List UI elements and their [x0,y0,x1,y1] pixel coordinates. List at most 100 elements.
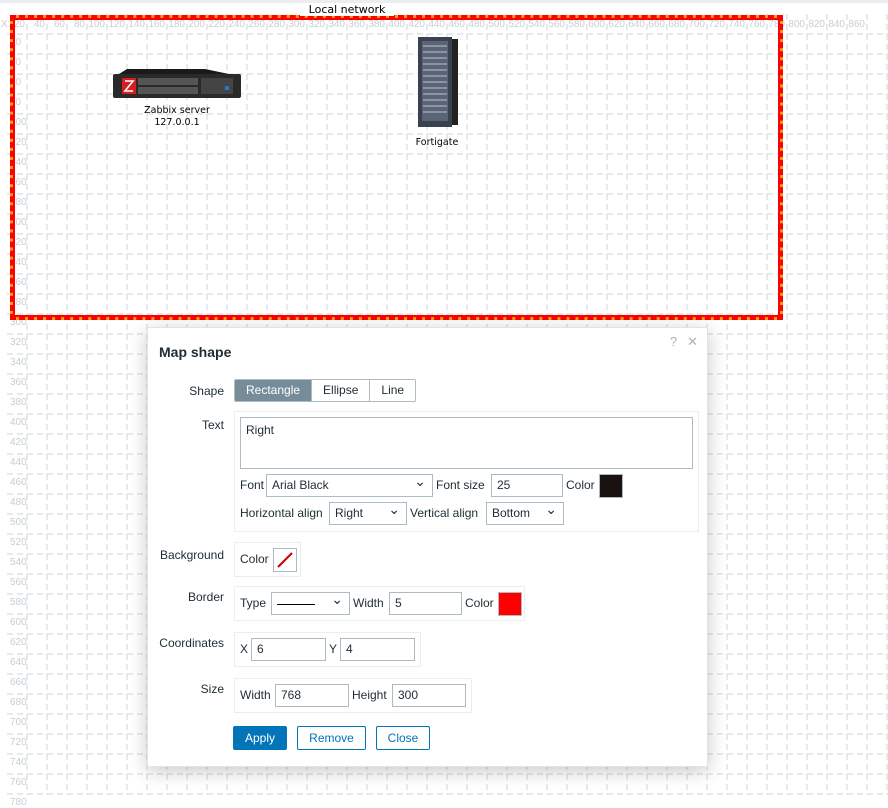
grid-label: 380 [10,397,27,408]
y-input[interactable]: 4 [340,638,415,661]
remove-button[interactable]: Remove [297,726,366,750]
bg-color-picker[interactable] [273,548,297,572]
no-color-icon [277,552,293,568]
grid-label: 640 [628,19,645,30]
grid-label: 60 [53,19,65,30]
grid-label: 620 [10,637,27,648]
grid-label: 740 [10,757,27,768]
grid-label: 60 [10,77,22,88]
grid-label: 860 [848,19,865,30]
map-element-fortigate[interactable]: Fortigate [397,35,477,149]
grid-label: 200 [10,217,27,228]
text-group: Right Font Arial Black Font size 25 Colo… [234,411,699,532]
grid-label: 560 [548,19,565,30]
grid-label: 140 [128,19,145,30]
shape-label: Shape [189,384,224,398]
grid-label: 440 [428,19,445,30]
grid-label: 780 [768,19,785,30]
grid-label: 80 [73,19,85,30]
grid-label: 820 [808,19,825,30]
halign-select[interactable]: Right [329,499,407,525]
font-select[interactable]: Arial Black [266,471,433,497]
shape-option-line[interactable]: Line [369,380,416,401]
text-label: Text [201,418,224,432]
background-group: Color [234,542,301,577]
size-width-input[interactable]: 768 [275,684,349,707]
tower-server-icon [418,37,458,127]
shape-option-rectangle[interactable]: Rectangle [235,380,312,401]
grid-label: 720 [708,19,725,30]
grid-label: X: [1,19,11,30]
grid-label: 740 [728,19,745,30]
grid-label: 200 [188,19,205,30]
grid-label: 180 [10,197,27,208]
valign-label: Vertical align [410,506,479,520]
grid-label: 40 [33,19,45,30]
size-height-input[interactable]: 300 [392,684,466,707]
help-icon[interactable]: ? [669,334,678,349]
bg-color-label: Color [240,552,269,566]
rack-server-icon [113,69,241,98]
map-element-zabbix-server[interactable]: Zabbix server 127.0.0.1 [113,68,241,129]
grid-label: 260 [10,277,27,288]
grid-label: 360 [10,377,27,388]
grid-label: 520 [508,19,525,30]
map-shape-rectangle[interactable] [10,15,783,320]
size-width-label: Width [240,688,271,702]
coordinates-group: X 6 Y 4 [234,632,421,667]
border-type-label: Type [240,596,267,610]
grid-label: 660 [10,677,27,688]
border-color-picker[interactable] [498,592,522,616]
size-height-label: Height [352,688,387,702]
dialog-title: Map shape [159,344,232,360]
map-shape-dialog: Map shape ? ✕ Shape Rectangle Ellipse Lin… [147,327,708,767]
grid-label: 480 [468,19,485,30]
grid-label: 680 [10,697,27,708]
background-label: Background [159,548,224,562]
grid-label: 40 [10,57,22,68]
solid-line-icon [277,604,315,605]
grid-label: 540 [528,19,545,30]
grid-label: 100 [88,19,105,30]
grid-label: 840 [828,19,845,30]
shape-text: Local network [300,3,394,16]
close-button[interactable]: Close [376,726,430,750]
halign-label: Horizontal align [240,506,323,520]
font-size-input[interactable]: 25 [491,474,563,497]
grid-label: 520 [10,537,27,548]
x-input[interactable]: 6 [251,638,326,661]
grid-label: 460 [10,477,27,488]
grid-label: 800 [788,19,805,30]
grid-label: 620 [608,19,625,30]
grid-label: 580 [10,597,27,608]
grid-label: 540 [10,557,27,568]
grid-label: 340 [10,357,27,368]
grid-label: 220 [208,19,225,30]
grid-label: 100 [10,117,27,128]
grid-label: 600 [588,19,605,30]
element-label: Zabbix server [144,105,210,116]
text-textarea[interactable]: Right [240,417,693,469]
grid-label: 320 [308,19,325,30]
grid-label: 180 [168,19,185,30]
shape-option-ellipse[interactable]: Ellipse [311,380,370,401]
border-width-label: Width [353,596,384,610]
grid-label: 280 [10,297,27,308]
grid-label: 420 [408,19,425,30]
border-type-select[interactable] [271,589,350,615]
text-color-label: Color [566,478,595,492]
grid-label: 420 [10,437,27,448]
text-color-picker[interactable] [599,474,623,498]
grid-label: 780 [10,797,27,808]
grid-label: 660 [648,19,665,30]
apply-button[interactable]: Apply [233,726,287,750]
close-icon[interactable]: ✕ [687,334,698,349]
top-bar [0,0,888,3]
border-group: Type Width 5 Color [234,586,525,621]
border-width-input[interactable]: 5 [389,592,462,615]
grid-label: 240 [228,19,245,30]
grid-label: 600 [10,617,27,628]
border-color-label: Color [465,596,494,610]
valign-select[interactable]: Bottom [486,499,564,525]
grid-label: 640 [10,657,27,668]
